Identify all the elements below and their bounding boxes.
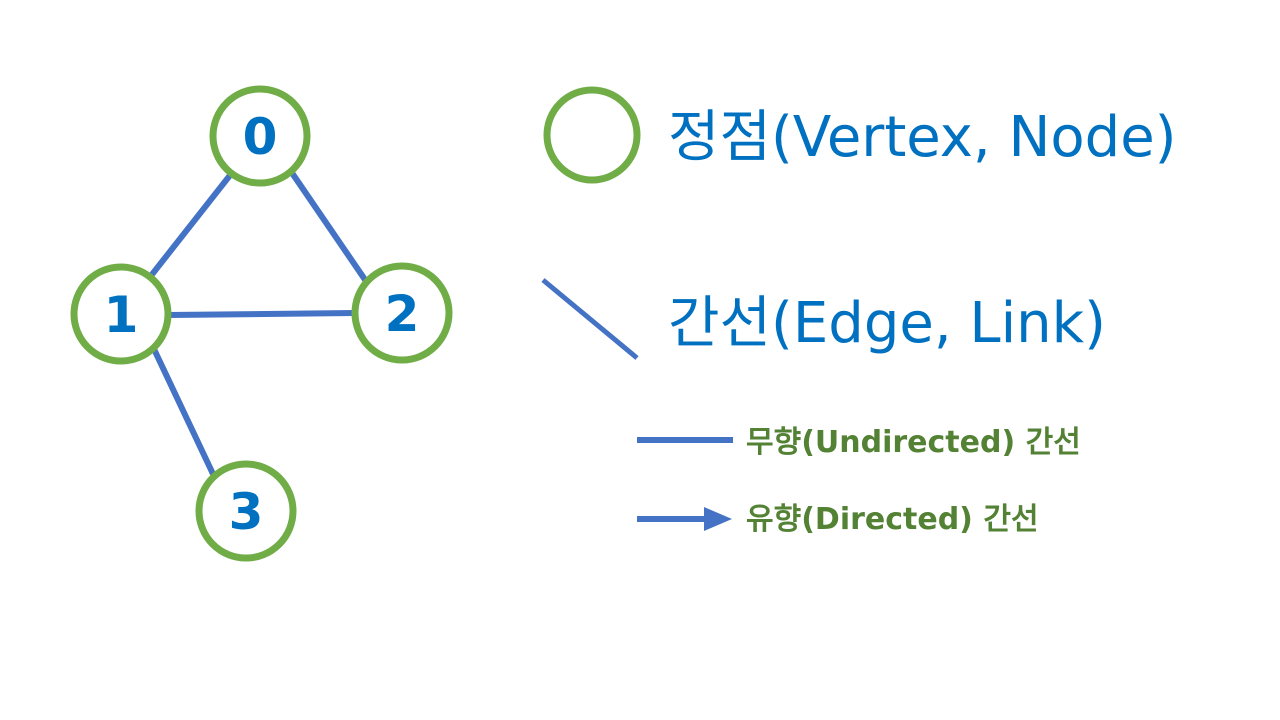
node-3-label: 3 bbox=[229, 483, 264, 541]
legend-directed-arrowhead bbox=[704, 507, 732, 531]
edge-1-3 bbox=[150, 345, 216, 476]
legend-edge-symbol bbox=[541, 278, 639, 360]
legend-edge-label: 간선(Edge, Link) bbox=[668, 291, 1106, 356]
legend-directed-label: 유향(Directed) 간선 bbox=[746, 502, 1039, 537]
legend-vertex-symbol bbox=[543, 86, 641, 184]
legend-undirected-label: 무향(Undirected) 간선 bbox=[746, 425, 1081, 460]
node-1-circle bbox=[70, 263, 172, 365]
graph-node-1: 1 bbox=[70, 263, 172, 365]
node-3-circle bbox=[195, 460, 297, 562]
graph-node-3: 3 bbox=[195, 460, 297, 562]
graph-node-0: 0 bbox=[209, 85, 311, 187]
node-0-circle bbox=[209, 85, 311, 187]
node-2-label: 2 bbox=[385, 285, 420, 343]
legend-vertex-label: 정점(Vertex, Node) bbox=[668, 105, 1177, 170]
edge-0-1 bbox=[147, 172, 234, 279]
node-0-label: 0 bbox=[243, 108, 278, 166]
graph-node-2: 2 bbox=[351, 262, 453, 364]
node-2-circle bbox=[351, 262, 453, 364]
edge-0-2 bbox=[287, 168, 373, 289]
edge-1-2 bbox=[167, 310, 356, 318]
node-1-label: 1 bbox=[104, 286, 139, 344]
